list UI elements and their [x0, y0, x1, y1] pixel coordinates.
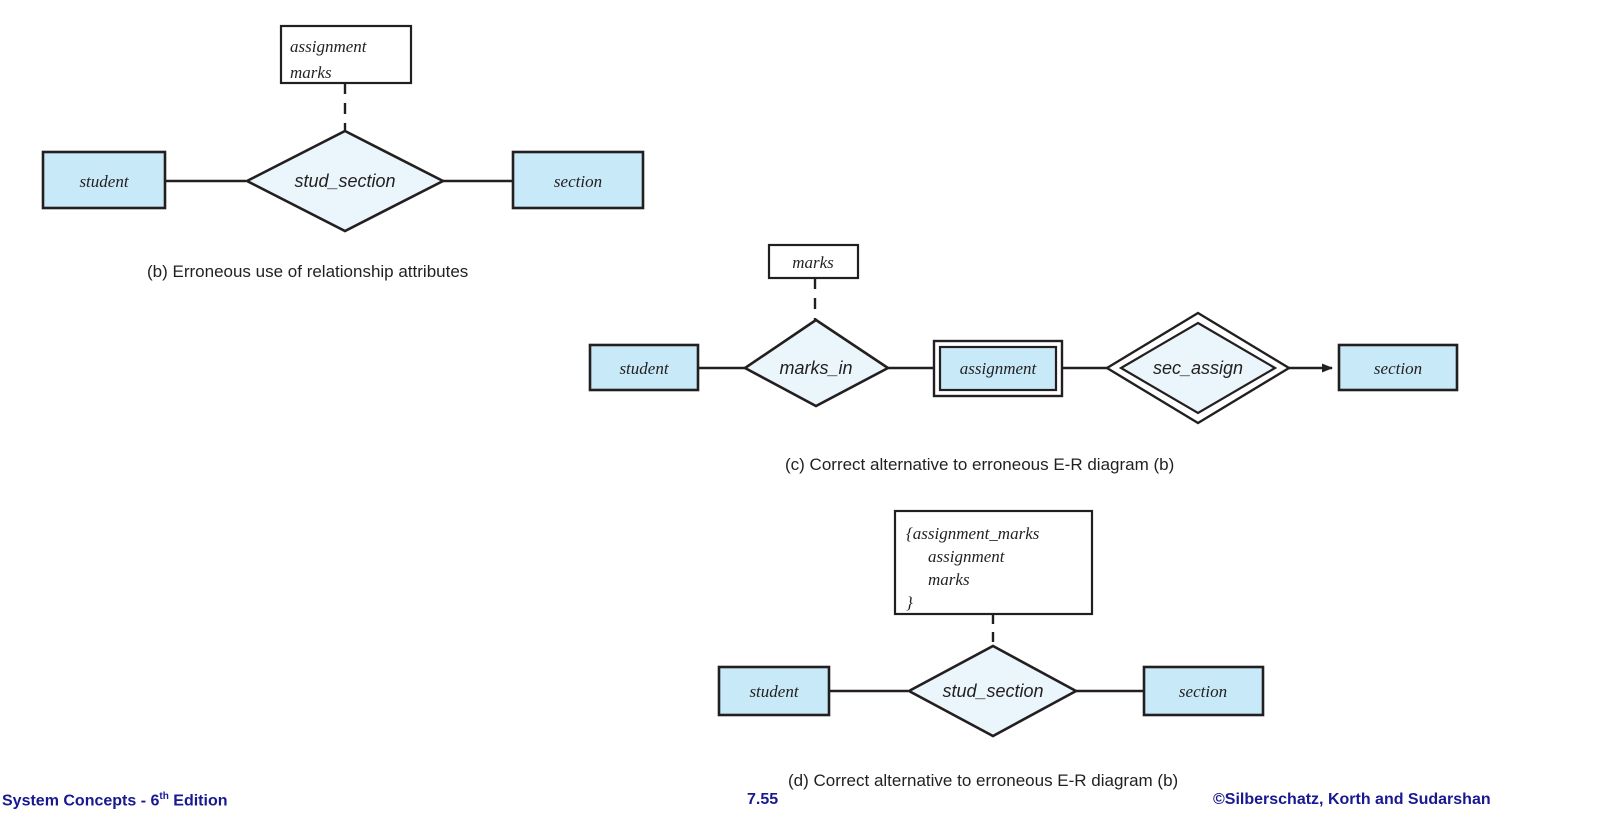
attribute-box-composite-d [893, 509, 1094, 616]
attribute-label-marks-b: marks [290, 63, 332, 82]
relationship-label-sec_assign-c: sec_assign [1153, 358, 1243, 378]
attribute-label-closebrace-d: } [906, 593, 913, 612]
attribute-box-marks-c [767, 243, 860, 280]
caption-figure-c: (c) Correct alternative to erroneous E-R… [785, 455, 1175, 474]
relationship-label-stud_section-d: stud_section [942, 681, 1043, 701]
entity-label-student-c: student [619, 359, 669, 378]
entity-section-d [1142, 665, 1265, 717]
caption-figure-b: (b) Erroneous use of relationship attrib… [147, 262, 469, 281]
entity-label-assignment-c: assignment [960, 359, 1038, 378]
entity-label-section-d: section [1179, 682, 1227, 701]
attribute-label-marks-c: marks [792, 253, 834, 272]
entity-section-b [511, 150, 645, 210]
footer-copyright: ©Silberschatz, Korth and Sudarshan [1213, 791, 1491, 808]
entity-section-c [1337, 343, 1459, 392]
caption-figure-d: (d) Correct alternative to erroneous E-R… [788, 771, 1179, 790]
attribute-label-assignment-b: assignment [290, 37, 368, 56]
footer-left-superscript: th [159, 791, 169, 802]
attribute-label-assignment_marks-d: {assignment_marks [906, 524, 1040, 543]
entity-label-student-d: student [749, 682, 799, 701]
relationship-marks_in-c [742, 318, 891, 408]
relationship-label-stud_section-b: stud_section [294, 171, 395, 191]
entity-label-section-b: section [554, 172, 602, 191]
relationship-sec_assign-c [1118, 321, 1278, 415]
attribute-box-b [279, 24, 413, 85]
footer-left-suffix: Edition [168, 792, 228, 810]
footer-left: System Concepts - 6th Edition [2, 791, 228, 810]
relationship-label-marks_in-c: marks_in [779, 358, 852, 378]
entity-student-c [588, 343, 700, 392]
figure-d: {assignment_marks assignment marks } stu… [717, 509, 1265, 738]
footer-left-main: System Concepts - 6 [2, 792, 160, 810]
figure-c: marks student marks_in assignment sec_as… [588, 243, 1459, 425]
attribute-label-assignment-d: assignment [928, 547, 1006, 566]
relationship-stud_section-d [906, 644, 1079, 738]
entity-student-b [41, 150, 167, 210]
attribute-label-marks-d: marks [928, 570, 970, 589]
entity-label-student-b: student [79, 172, 129, 191]
entity-student-d [717, 665, 831, 717]
footer-page-number: 7.55 [747, 791, 779, 808]
entity-label-section-c: section [1374, 359, 1422, 378]
relationship-stud_section-b [244, 129, 446, 233]
figure-b: assignment marks student stud_section se… [41, 24, 645, 233]
entity-assignment-c [938, 345, 1058, 392]
